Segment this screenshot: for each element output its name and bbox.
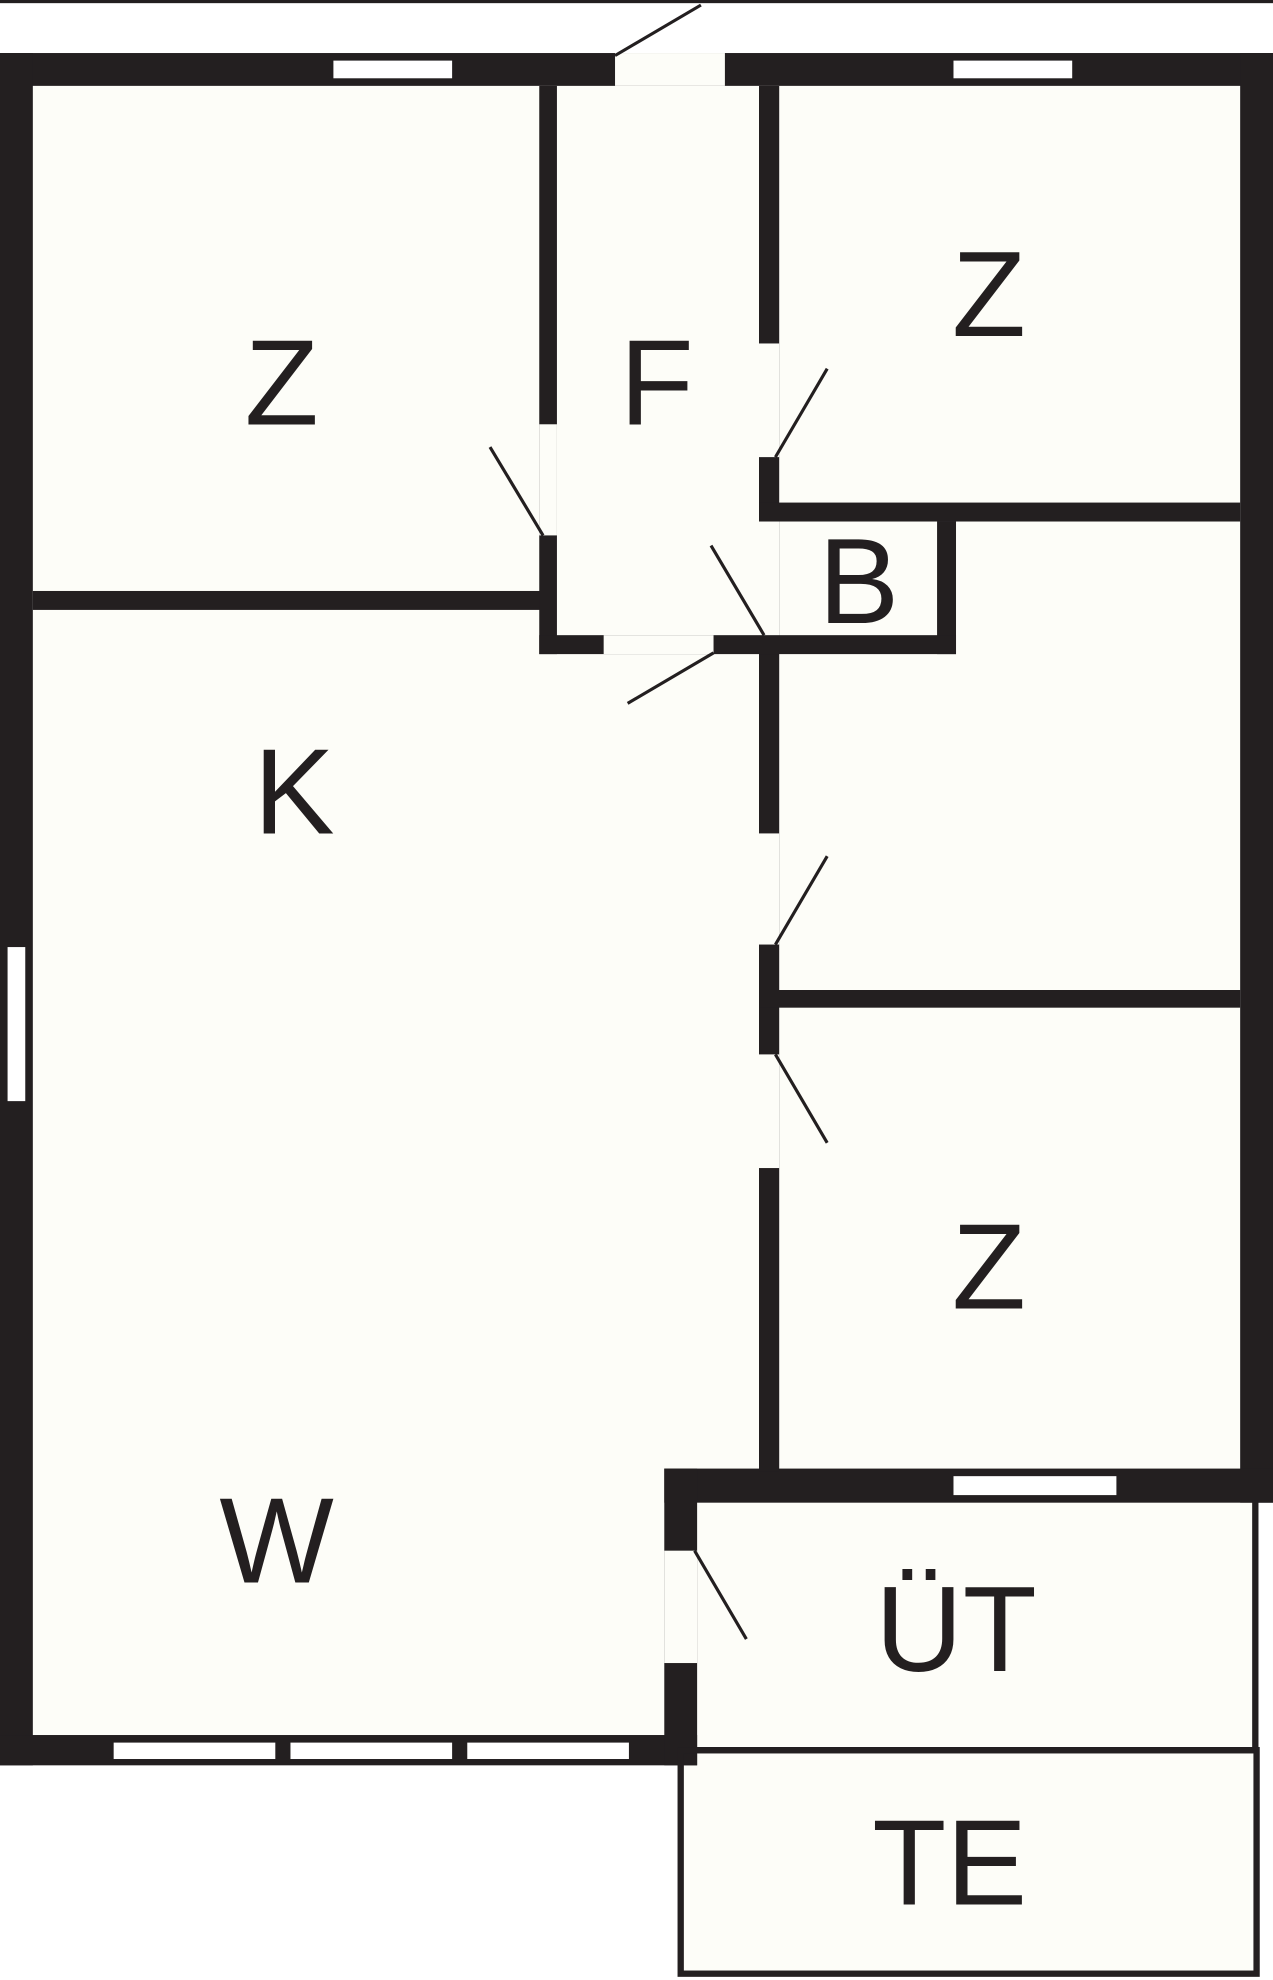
room-label-z-bottom-right: Z xyxy=(952,1199,1026,1335)
room-label-w: W xyxy=(219,1473,333,1609)
room-label-ut: ÜT xyxy=(875,1561,1037,1697)
floor-areas xyxy=(32,85,1257,1974)
door-swings xyxy=(488,3,829,1640)
room-label-z-top-left: Z xyxy=(245,315,319,451)
terrace-outline xyxy=(677,1500,1260,1977)
room-label-f: F xyxy=(620,315,694,451)
door-openings xyxy=(539,53,780,1664)
room-label-te: TE xyxy=(872,1795,1027,1931)
room-label-z-top-right: Z xyxy=(952,226,1026,362)
room-label-k: K xyxy=(254,724,335,860)
room-label-b: B xyxy=(818,513,899,649)
top-border-line xyxy=(0,0,1273,4)
windows xyxy=(7,60,1117,1760)
